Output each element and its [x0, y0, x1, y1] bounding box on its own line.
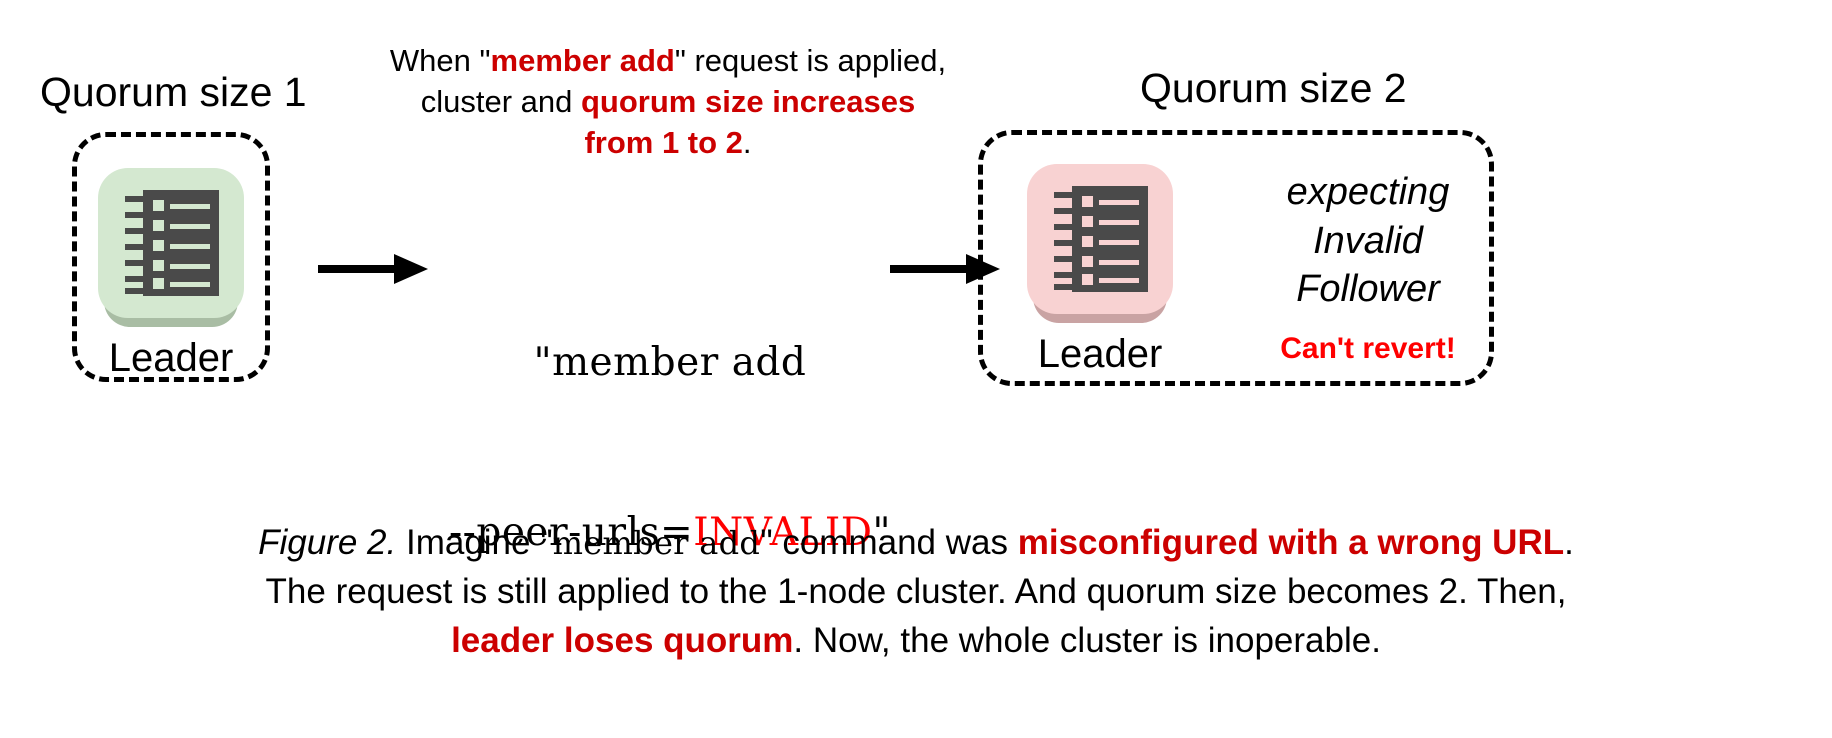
command-quote-close: " [872, 509, 891, 555]
left-node-label: Leader [108, 336, 234, 380]
right-leader-node: Leader [1022, 164, 1178, 374]
right-cluster-box [978, 130, 1494, 386]
caption-line-1: Figure 2. Imagine "member add" command w… [0, 518, 1832, 567]
caption-command-mono: member add [552, 524, 761, 562]
cant-revert-warning: Can't revert! [1280, 331, 1456, 365]
caption-emph-leader-loses-quorum: leader loses quorum [451, 621, 794, 660]
server-rack-icon [1027, 164, 1173, 323]
tile-shadow [104, 301, 238, 327]
caption-line1-b: Imagine " [396, 523, 553, 562]
right-cluster-title: Quorum size 2 [1140, 65, 1407, 111]
headline-emph-quorum-increases: quorum size increases [581, 84, 916, 120]
caption-line-3: leader loses quorum. Now, the whole clus… [0, 616, 1832, 665]
headline-part2: " request is applied, [674, 43, 947, 78]
caption-line-2: The request is still applied to the 1-no… [265, 572, 1567, 611]
left-cluster-box [72, 132, 270, 382]
left-arrow-icon [318, 252, 428, 291]
status-line-invalid: Invalid [1313, 219, 1423, 262]
caption-line1-d: . [1564, 523, 1574, 562]
follower-status-block: expecting Invalid Follower Can't revert! [1228, 168, 1508, 366]
right-arrow-icon [890, 252, 1000, 291]
tile-shadow [1033, 297, 1167, 323]
status-line-expecting: expecting [1286, 171, 1450, 213]
command-line-1: "member add [533, 340, 807, 386]
left-leader-node: Leader [96, 168, 246, 378]
headline-part4: . [742, 125, 752, 161]
command-invalid-value: INVALID [693, 509, 873, 555]
status-line-follower: Follower [1296, 268, 1440, 311]
caption-figure-number: Figure 2. [258, 523, 397, 562]
headline-emph-member-add: member add [490, 43, 675, 78]
caption-line3-rest: . Now, the whole cluster is inoperable. [793, 621, 1381, 660]
headline-part3: cluster and [420, 84, 581, 120]
headline-part1: When " [389, 43, 491, 78]
command-text: "member add --peer-urls=INVALID" [420, 222, 920, 674]
caption-emph-misconfigured: misconfigured with a wrong URL [1017, 523, 1565, 562]
left-cluster-title: Quorum size 1 [40, 69, 307, 115]
command-flag: --peer-urls= [449, 509, 694, 555]
server-rack-icon [98, 168, 244, 327]
caption-line1-c: " command was [760, 523, 1018, 562]
command-line-2: --peer-urls=INVALID" [420, 505, 920, 562]
headline-emph-from-1-to-2: from 1 to 2 [584, 125, 743, 161]
right-node-label: Leader [1037, 332, 1163, 376]
figure-caption: Figure 2. Imagine "member add" command w… [0, 518, 1832, 665]
headline-text: When "member add" request is applied, cl… [348, 40, 988, 164]
